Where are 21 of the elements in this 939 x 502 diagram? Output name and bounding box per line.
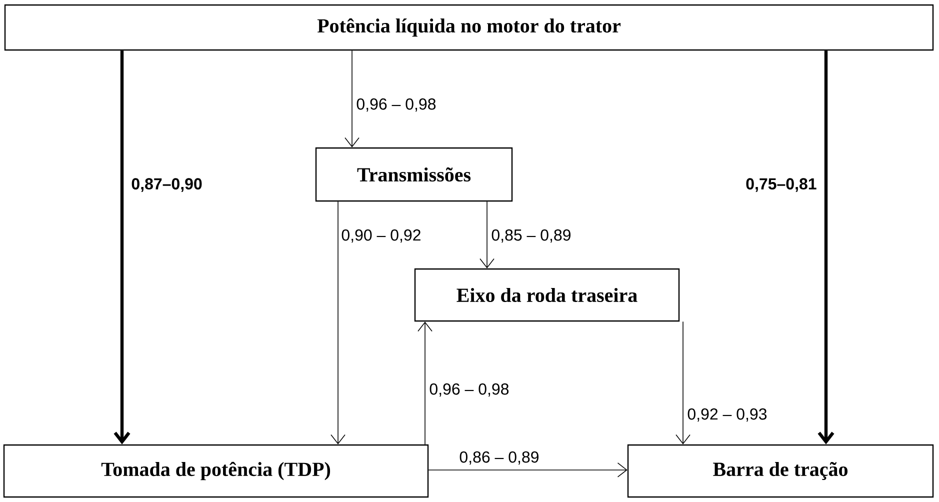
arrow [428,462,628,478]
arrow [480,201,494,268]
edge-label: 0,96 – 0,98 [355,97,438,113]
arrow [418,322,432,445]
edge-label: 0,92 – 0,93 [686,407,768,423]
edge-label: 0,90 – 0,92 [340,228,422,244]
edge-label: 0,75–0,81 [744,177,818,193]
process-box: Tomada de potência (TDP) [3,444,429,498]
arrow [114,50,130,444]
process-box: Transmissões [315,147,513,202]
process-box: Potência líquida no motor do trator [4,4,934,51]
process-box: Eixo da roda traseira [414,268,680,322]
edge-label: 0,96 – 0,98 [428,382,510,398]
edge-label: 0,85 – 0,89 [490,228,572,244]
process-box: Barra de tração [627,444,934,498]
arrow [818,50,834,444]
arrow [344,50,360,148]
edge-label: 0,86 – 0,89 [458,450,540,466]
arrow [676,321,690,444]
arrow [330,201,346,444]
edge-label: 0,87–0,90 [130,177,204,193]
